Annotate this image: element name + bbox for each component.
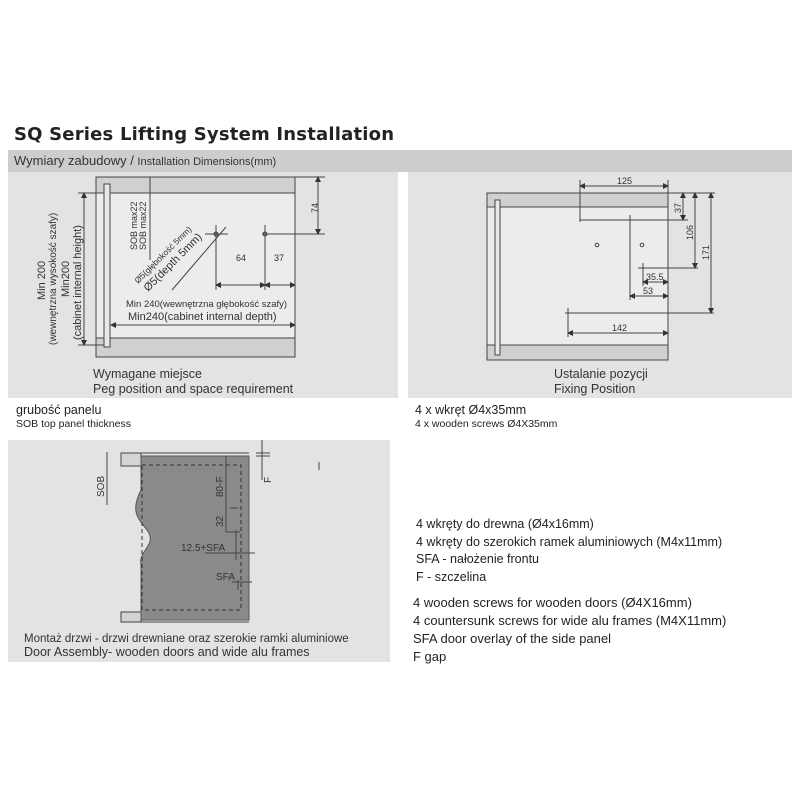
dim-74: 74 [310,203,320,213]
door-caption-pl: Montaż drzwi - drzwi drewniane oraz szer… [24,633,349,645]
note-en: 4 wooden screws for wooden doors (Ø4X16m… [413,595,692,610]
notes-en: 4 wooden screws for wooden doors (Ø4X16m… [413,594,726,666]
page-title: SQ Series Lifting System Installation [14,124,395,145]
note-en: 4 countersunk screws for wide alu frames… [413,613,727,628]
door-32-label: 32 [215,515,226,527]
peg-cabinet-drawing [78,176,325,358]
dim-125: 125 [617,176,632,186]
note-pl: 4 wkręty do szerokich ramek aluminiowych… [416,534,723,549]
panel-thickness-pl: grubość panelu [16,403,102,417]
note-en: SFA door overlay of the side panel [413,631,612,646]
section-header: Wymiary zabudowy / Installation Dimensio… [8,150,792,172]
peg-caption-en: Peg position and space requirement [93,382,294,396]
panel-thickness-en: SOB top panel thickness [16,418,131,430]
note-en: F gap [413,649,447,664]
dim-171: 171 [701,245,711,260]
section-header-text: Wymiary zabudowy / Installation Dimensio… [14,153,276,168]
section-header-pl: Wymiary zabudowy / [14,153,138,168]
height-label-en-1: Min200 [60,261,72,297]
door-12-5-sfa-label: 12.5+SFA [181,543,226,554]
note-pl: SFA - nałożenie frontu [416,552,539,566]
notes-pl: 4 wkręty do drewna (Ø4x16mm) 4 wkręty do… [416,516,722,586]
door-assembly-drawing [106,440,320,623]
note-pl: F - szczelina [416,569,487,584]
depth-label-en: Min240(cabinet internal depth) [128,311,277,323]
height-label-en-2: (cabinet internal height) [72,225,84,340]
screws-35-pl: 4 x wkręt Ø4x35mm [415,403,527,417]
note-pl: 4 wkręty do drewna (Ø4x16mm) [416,517,594,531]
depth-label-pl: Min 240(wewnętrzna głębokość szafy) [126,299,287,310]
door-80f-label: 80-F [215,476,226,497]
dim-35-5: 35.5 [646,272,664,282]
screws-35-en: 4 x wooden screws Ø4X35mm [415,418,558,430]
dim-37: 37 [274,253,284,263]
fixing-caption-pl: Ustalanie pozycji [554,367,648,381]
height-label-pl-2: (wewnętrzna wysokość szafy) [48,213,59,345]
door-caption-en: Door Assembly- wooden doors and wide alu… [24,645,310,659]
section-header-en: Installation Dimensions(mm) [137,156,277,168]
dim-53: 53 [643,286,653,296]
sob-label-2: SOB max22 [138,201,148,250]
dim-37-fixing: 37 [673,203,683,213]
fixing-cabinet-drawing [486,180,715,361]
fixing-caption-en: Fixing Position [554,382,635,396]
dim-142: 142 [612,323,627,333]
peg-caption-pl: Wymagane miejsce [93,367,202,381]
door-sob-label: SOB [96,476,107,497]
height-label-pl-1: Min 200 [36,261,48,300]
dim-106: 106 [685,225,695,240]
sob-label-1: SOB max22 [129,201,139,250]
door-sfa-label: SFA [216,572,235,583]
door-f-label: F [263,477,274,483]
dim-64: 64 [236,253,246,263]
